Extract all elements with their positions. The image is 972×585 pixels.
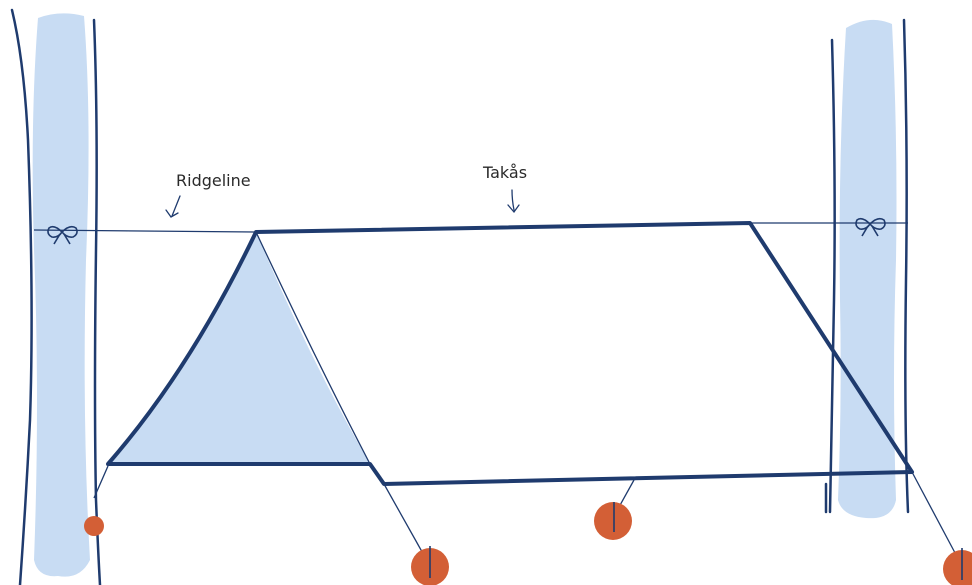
roof-ridge-label: Takås: [482, 163, 527, 182]
left-tree: [10, 8, 102, 585]
tarp-inner-edge: [255, 231, 371, 465]
right-tree-fill: [838, 19, 897, 519]
left-tree-trunk-line-inner: [92, 18, 102, 585]
right-knot-icon: [855, 217, 886, 237]
stake-center: [594, 502, 632, 540]
roof-ridge-arrow-icon: [507, 189, 520, 214]
tarp-side-panel: [108, 232, 370, 464]
right-tree-trunk-line-left: [828, 38, 836, 514]
left-knot-icon: [47, 225, 78, 245]
ridgeline-arrow-icon: [165, 195, 181, 218]
right-tree: [824, 18, 910, 519]
guyline-right: [911, 471, 963, 567]
left-tree-trunk-line-outer: [10, 8, 33, 585]
stake-left: [84, 516, 104, 536]
stake-right: [943, 550, 972, 585]
guyline-left: [93, 465, 109, 499]
right-tree-trunk-line-right: [902, 18, 910, 514]
left-tree-fill: [32, 13, 90, 577]
ridgeline-label: Ridgeline: [176, 171, 251, 190]
